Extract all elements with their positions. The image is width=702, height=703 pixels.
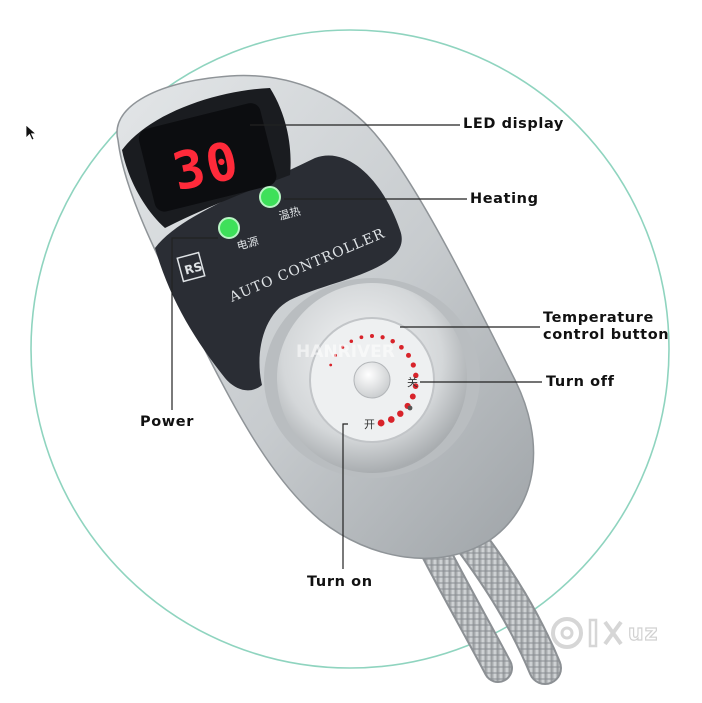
heating-label: Heating bbox=[470, 191, 539, 207]
brand-logo bbox=[176, 251, 206, 283]
led-display-label: LED display bbox=[463, 116, 564, 132]
power-led-caption: 电源 bbox=[235, 234, 260, 253]
temperature-label-line2: control button bbox=[543, 327, 670, 344]
temperature-label-line1: Temperature bbox=[543, 310, 654, 326]
dial-scale-dot bbox=[329, 363, 333, 367]
dial-scale-dot bbox=[387, 416, 395, 423]
watermark-ring-icon bbox=[551, 617, 583, 649]
dial-scale-dot bbox=[380, 335, 385, 340]
dial-scale-dot bbox=[410, 362, 416, 368]
turn-on-label: Turn on bbox=[307, 574, 373, 590]
watermark-bar-icon bbox=[588, 618, 598, 648]
brand-logo-letters: RS bbox=[183, 259, 204, 277]
dial-scale-dot bbox=[406, 352, 411, 358]
power-label: Power bbox=[140, 414, 194, 430]
led-screen bbox=[138, 103, 277, 212]
display-digits: 30 bbox=[168, 131, 246, 204]
power-cords bbox=[417, 523, 562, 685]
dial-scale-dot bbox=[359, 335, 364, 340]
dial-scale-dot bbox=[413, 372, 419, 379]
corner-watermark: uz bbox=[550, 616, 658, 650]
control-panel bbox=[155, 155, 402, 391]
dial-on-marker: 开 bbox=[364, 418, 375, 431]
dial-scale-dot bbox=[399, 344, 404, 350]
dial-scale-dot bbox=[370, 334, 374, 338]
watermark-x-icon bbox=[603, 620, 623, 646]
temperature-control-label: Temperature control button bbox=[543, 310, 669, 345]
dial-off-marker: 关 bbox=[407, 375, 418, 389]
dial-knob[interactable] bbox=[353, 361, 391, 399]
mouse-cursor-icon bbox=[25, 124, 37, 141]
dial-scale-dot bbox=[340, 345, 345, 349]
temperature-dial[interactable]: 关 开 HANRIVER bbox=[264, 278, 480, 478]
dial-mark bbox=[407, 405, 413, 411]
dial-scale-dot bbox=[390, 338, 395, 344]
power-led bbox=[218, 217, 240, 239]
leader-lines bbox=[171, 124, 542, 569]
dial-scale-dot bbox=[412, 383, 419, 389]
watermark-text: uz bbox=[627, 620, 659, 646]
dial-scale-dot bbox=[333, 353, 338, 357]
dial-scale-dot bbox=[377, 419, 385, 427]
heating-led-caption: 温热 bbox=[277, 205, 302, 223]
dial-scale-dot bbox=[397, 410, 404, 417]
dial-scale-dot bbox=[349, 339, 354, 343]
dial-scale-dots bbox=[329, 334, 419, 427]
turn-off-label: Turn off bbox=[546, 374, 615, 390]
dial-watermark: HANRIVER bbox=[296, 342, 395, 362]
heating-led bbox=[259, 186, 281, 208]
dial-scale-dot bbox=[409, 393, 416, 400]
